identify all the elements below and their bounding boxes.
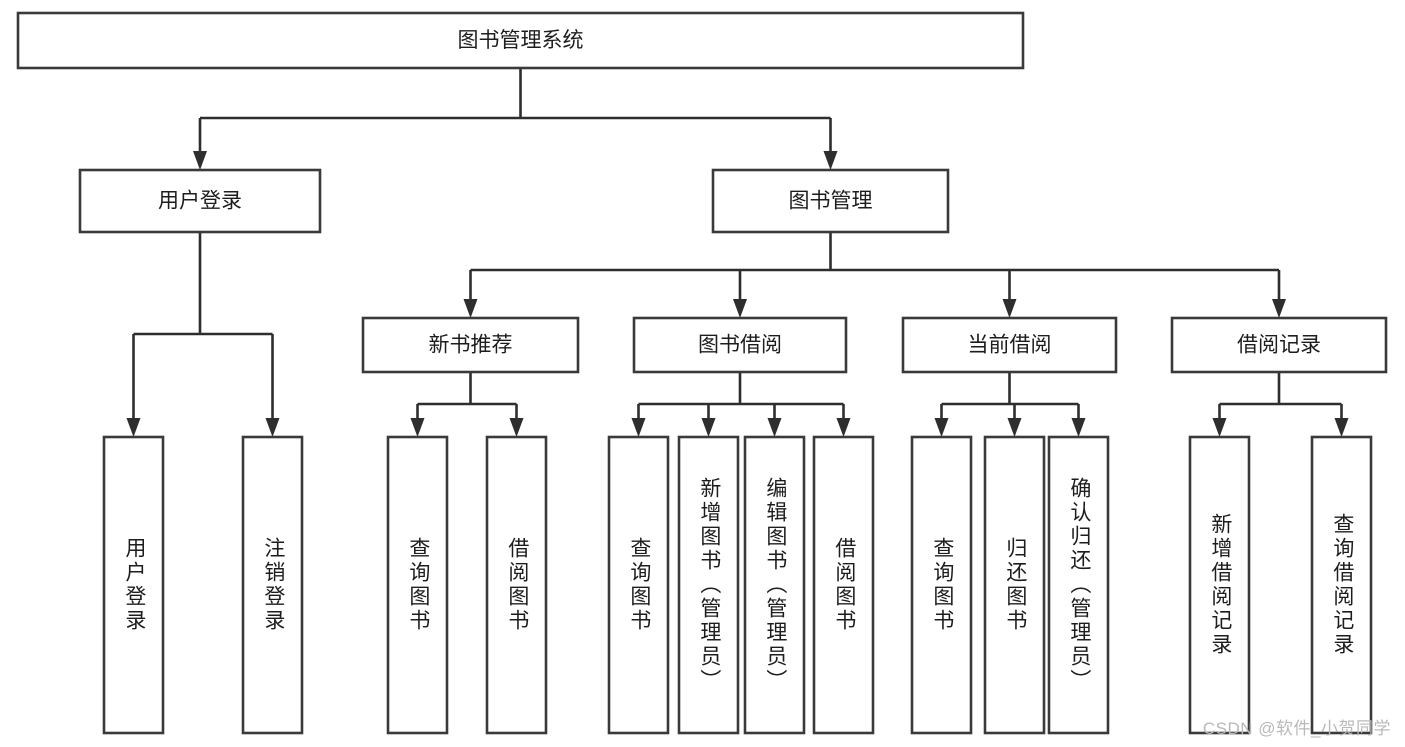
level2-用户登录-label: 用户登录 (158, 190, 242, 213)
leaf-5-box[interactable] (677, 435, 740, 735)
leaf-0-box[interactable] (102, 435, 165, 735)
connector-arrow-icon (265, 418, 280, 437)
root-图书管理系统-label: 图书管理系统 (458, 29, 584, 52)
level2-用户登录-box[interactable] (78, 168, 322, 234)
connector-arrow-icon (836, 418, 851, 437)
leaf-6-box[interactable] (743, 435, 806, 735)
leaf-1-box[interactable] (241, 435, 304, 735)
level3-图书借阅-box[interactable] (632, 316, 848, 374)
leaf-12-box[interactable] (1310, 435, 1373, 735)
level2-图书管理-label: 图书管理 (789, 190, 873, 213)
leaf-2-box[interactable] (386, 435, 449, 735)
level3-借阅记录-label: 借阅记录 (1237, 334, 1321, 357)
level3-图书借阅-label: 图书借阅 (698, 334, 782, 357)
connector-arrow-icon (733, 299, 747, 318)
level3-借阅记录-box[interactable] (1170, 316, 1388, 374)
level3-新书推荐-box[interactable] (361, 316, 580, 374)
leaf-7-box[interactable] (812, 435, 875, 735)
level3-当前借阅-box[interactable] (901, 316, 1118, 374)
leaf-11-box[interactable] (1188, 435, 1251, 735)
leaf-4-box[interactable] (607, 435, 670, 735)
connector-arrow-icon (934, 418, 949, 437)
level2-图书管理-box[interactable] (711, 168, 950, 234)
connector-arrow-icon (1212, 418, 1227, 437)
connector-arrow-icon (1334, 418, 1349, 437)
connector-arrow-icon (1007, 418, 1022, 437)
connector-arrow-icon (701, 418, 716, 437)
connector-arrow-icon (1071, 418, 1086, 437)
connector-arrow-icon (193, 151, 207, 170)
connector-arrow-icon (410, 418, 425, 437)
level3-新书推荐-label: 新书推荐 (429, 334, 513, 357)
connector-arrow-icon (509, 418, 524, 437)
connector-arrow-icon (1272, 299, 1286, 318)
leaf-3-box[interactable] (485, 435, 548, 735)
connector-arrow-icon (1002, 299, 1017, 318)
level3-当前借阅-label: 当前借阅 (968, 334, 1052, 357)
connector-arrow-icon (463, 299, 478, 318)
root-图书管理系统-box[interactable] (16, 11, 1025, 70)
connector-arrow-icon (767, 418, 782, 437)
leaf-10-box[interactable] (1047, 435, 1110, 735)
connector-arrow-icon (823, 151, 838, 170)
leaf-8-box[interactable] (910, 435, 973, 735)
connector-arrow-icon (126, 418, 141, 437)
watermark-text: CSDN @软件_小贺同学 (1202, 719, 1391, 738)
connector-arrow-icon (631, 418, 646, 437)
leaf-9-box[interactable] (983, 435, 1046, 735)
connector-layer (126, 68, 1349, 437)
